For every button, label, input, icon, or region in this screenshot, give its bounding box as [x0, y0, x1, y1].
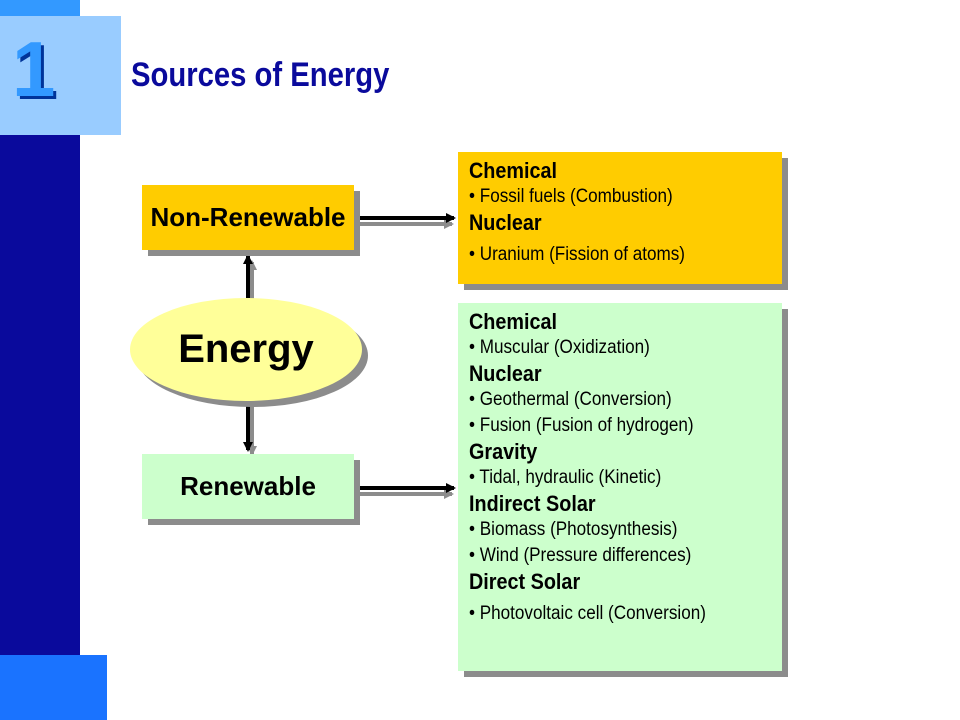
source-item: • Wind (Pressure differences) [469, 545, 692, 566]
source-category: Nuclear [469, 361, 542, 386]
source-item: • Muscular (Oxidization) [469, 337, 650, 358]
source-item: • Fossil fuels (Combustion) [469, 186, 673, 207]
page-title: Sources of Energy [131, 56, 390, 94]
source-item: • Photovoltaic cell (Conversion) [469, 603, 706, 624]
non-renewable-sources-box: Chemical • Fossil fuels (Combustion) Nuc… [458, 152, 782, 284]
source-category: Indirect Solar [469, 491, 596, 516]
sidebar-top-accent [0, 0, 80, 16]
source-category: Gravity [469, 439, 538, 464]
renewable-node: Renewable [142, 454, 354, 519]
source-item: • Biomass (Photosynthesis) [469, 519, 678, 540]
sidebar-bottom-accent [0, 655, 107, 720]
source-item: • Uranium (Fission of atoms) [469, 244, 685, 265]
source-item: • Tidal, hydraulic (Kinetic) [469, 467, 662, 488]
source-category: Direct Solar [469, 569, 581, 594]
source-category: Chemical [469, 309, 558, 334]
slide-number-box: 1 [0, 16, 121, 135]
non-renewable-node: Non-Renewable [142, 185, 354, 250]
source-category: Chemical [469, 158, 558, 183]
renewable-sources-box: Chemical • Muscular (Oxidization) Nuclea… [458, 303, 782, 671]
source-category: Nuclear [469, 210, 542, 235]
slide-number: 1 [12, 25, 56, 113]
source-item: • Fusion (Fusion of hydrogen) [469, 415, 694, 436]
source-item: • Geothermal (Conversion) [469, 389, 672, 410]
energy-node: Energy [130, 298, 362, 401]
